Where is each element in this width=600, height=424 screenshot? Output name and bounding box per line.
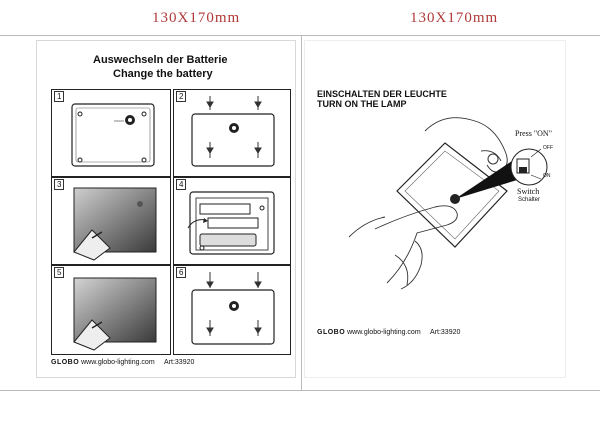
step-number: 3 (54, 179, 65, 190)
left-footer: GLOBO www.globo-lighting.com Art:33920 (51, 359, 194, 366)
step-number: 1 (54, 91, 65, 102)
left-page: Auswechseln der Batterie Change the batt… (36, 40, 296, 378)
top-trim-line (0, 35, 600, 36)
bottom-trim-line (0, 390, 600, 391)
website-url: www.globo-lighting.com (347, 329, 421, 336)
on-label: ON (543, 173, 551, 179)
step-3-panel: 3 (51, 177, 171, 265)
step-6-panel: 6 (173, 265, 291, 355)
schalter-label: Schalter (518, 197, 541, 203)
step-number: 2 (176, 91, 187, 102)
press-on-label: Press "ON" (515, 129, 552, 138)
step-number: 5 (54, 267, 65, 278)
right-footer: GLOBO www.globo-lighting.com Art:33920 (317, 329, 460, 336)
title-de: Auswechseln der Batterie (93, 54, 228, 66)
step-number: 6 (176, 267, 187, 278)
turn-on-title-en: TURN ON THE LAMP (317, 99, 407, 109)
lamp-closed-illustration (71, 103, 155, 167)
step-5-panel: 5 (51, 265, 171, 355)
title-en: Change the battery (113, 68, 213, 80)
screws-refit-illustration (191, 272, 275, 345)
turn-on-illustration (348, 117, 548, 290)
cover-removal-illustration (73, 187, 157, 261)
article-number: Art:33920 (164, 359, 195, 366)
right-page: EINSCHALTEN DER LEUCHTE TURN ON THE LAMP… (304, 40, 566, 378)
right-dimension-label: 130X170mm (410, 10, 499, 26)
off-label: OFF (543, 145, 553, 151)
cover-replace-illustration (73, 277, 157, 351)
step-2-panel: 2 (173, 89, 291, 177)
screws-removal-illustration (191, 96, 275, 167)
turn-on-title-de: EINSCHALTEN DER LEUCHTE (317, 89, 447, 99)
center-fold-line (301, 35, 302, 390)
globo-logo: GLOBO (317, 329, 346, 336)
switch-label: Switch (517, 187, 540, 196)
step-number: 4 (176, 179, 187, 190)
article-number: Art:33920 (430, 329, 461, 336)
battery-compartment-illustration (187, 191, 275, 255)
globo-logo: GLOBO (51, 359, 80, 366)
step-4-panel: 4 (173, 177, 291, 265)
left-dimension-label: 130X170mm (152, 10, 241, 26)
step-1-panel: 1 (51, 89, 171, 177)
website-url: www.globo-lighting.com (81, 359, 155, 366)
